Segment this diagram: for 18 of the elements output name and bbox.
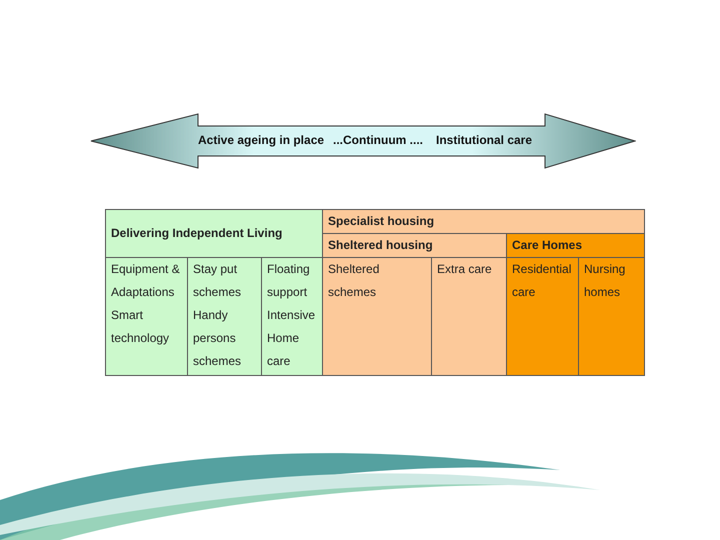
- arrow-label: Active ageing in place: [198, 132, 324, 148]
- cell-text: Extra care: [437, 261, 493, 278]
- arrow-label: Institutional care: [436, 132, 532, 148]
- column-header: Care Homes: [512, 237, 584, 254]
- arrow-label: ...Continuum ....: [333, 132, 423, 148]
- double-arrow: [90, 113, 636, 169]
- cell-text: Residential care: [512, 261, 572, 301]
- cell-text: Sheltered schemes: [328, 261, 380, 301]
- cell-text: Stay put schemes: [193, 261, 242, 301]
- cell-text: Nursing homes: [584, 261, 626, 301]
- cell-text: Floating support: [267, 261, 311, 301]
- column-header: Specialist housing: [328, 213, 436, 230]
- cell-text: Equipment & Adaptations: [111, 261, 181, 301]
- column-header: Delivering Independent Living: [111, 225, 284, 242]
- cell-text: Handy persons schemes: [193, 307, 242, 370]
- column-header: Sheltered housing: [328, 237, 434, 254]
- cell-text: Smart technology: [111, 307, 170, 347]
- cell-text: Intensive Home care: [267, 307, 316, 370]
